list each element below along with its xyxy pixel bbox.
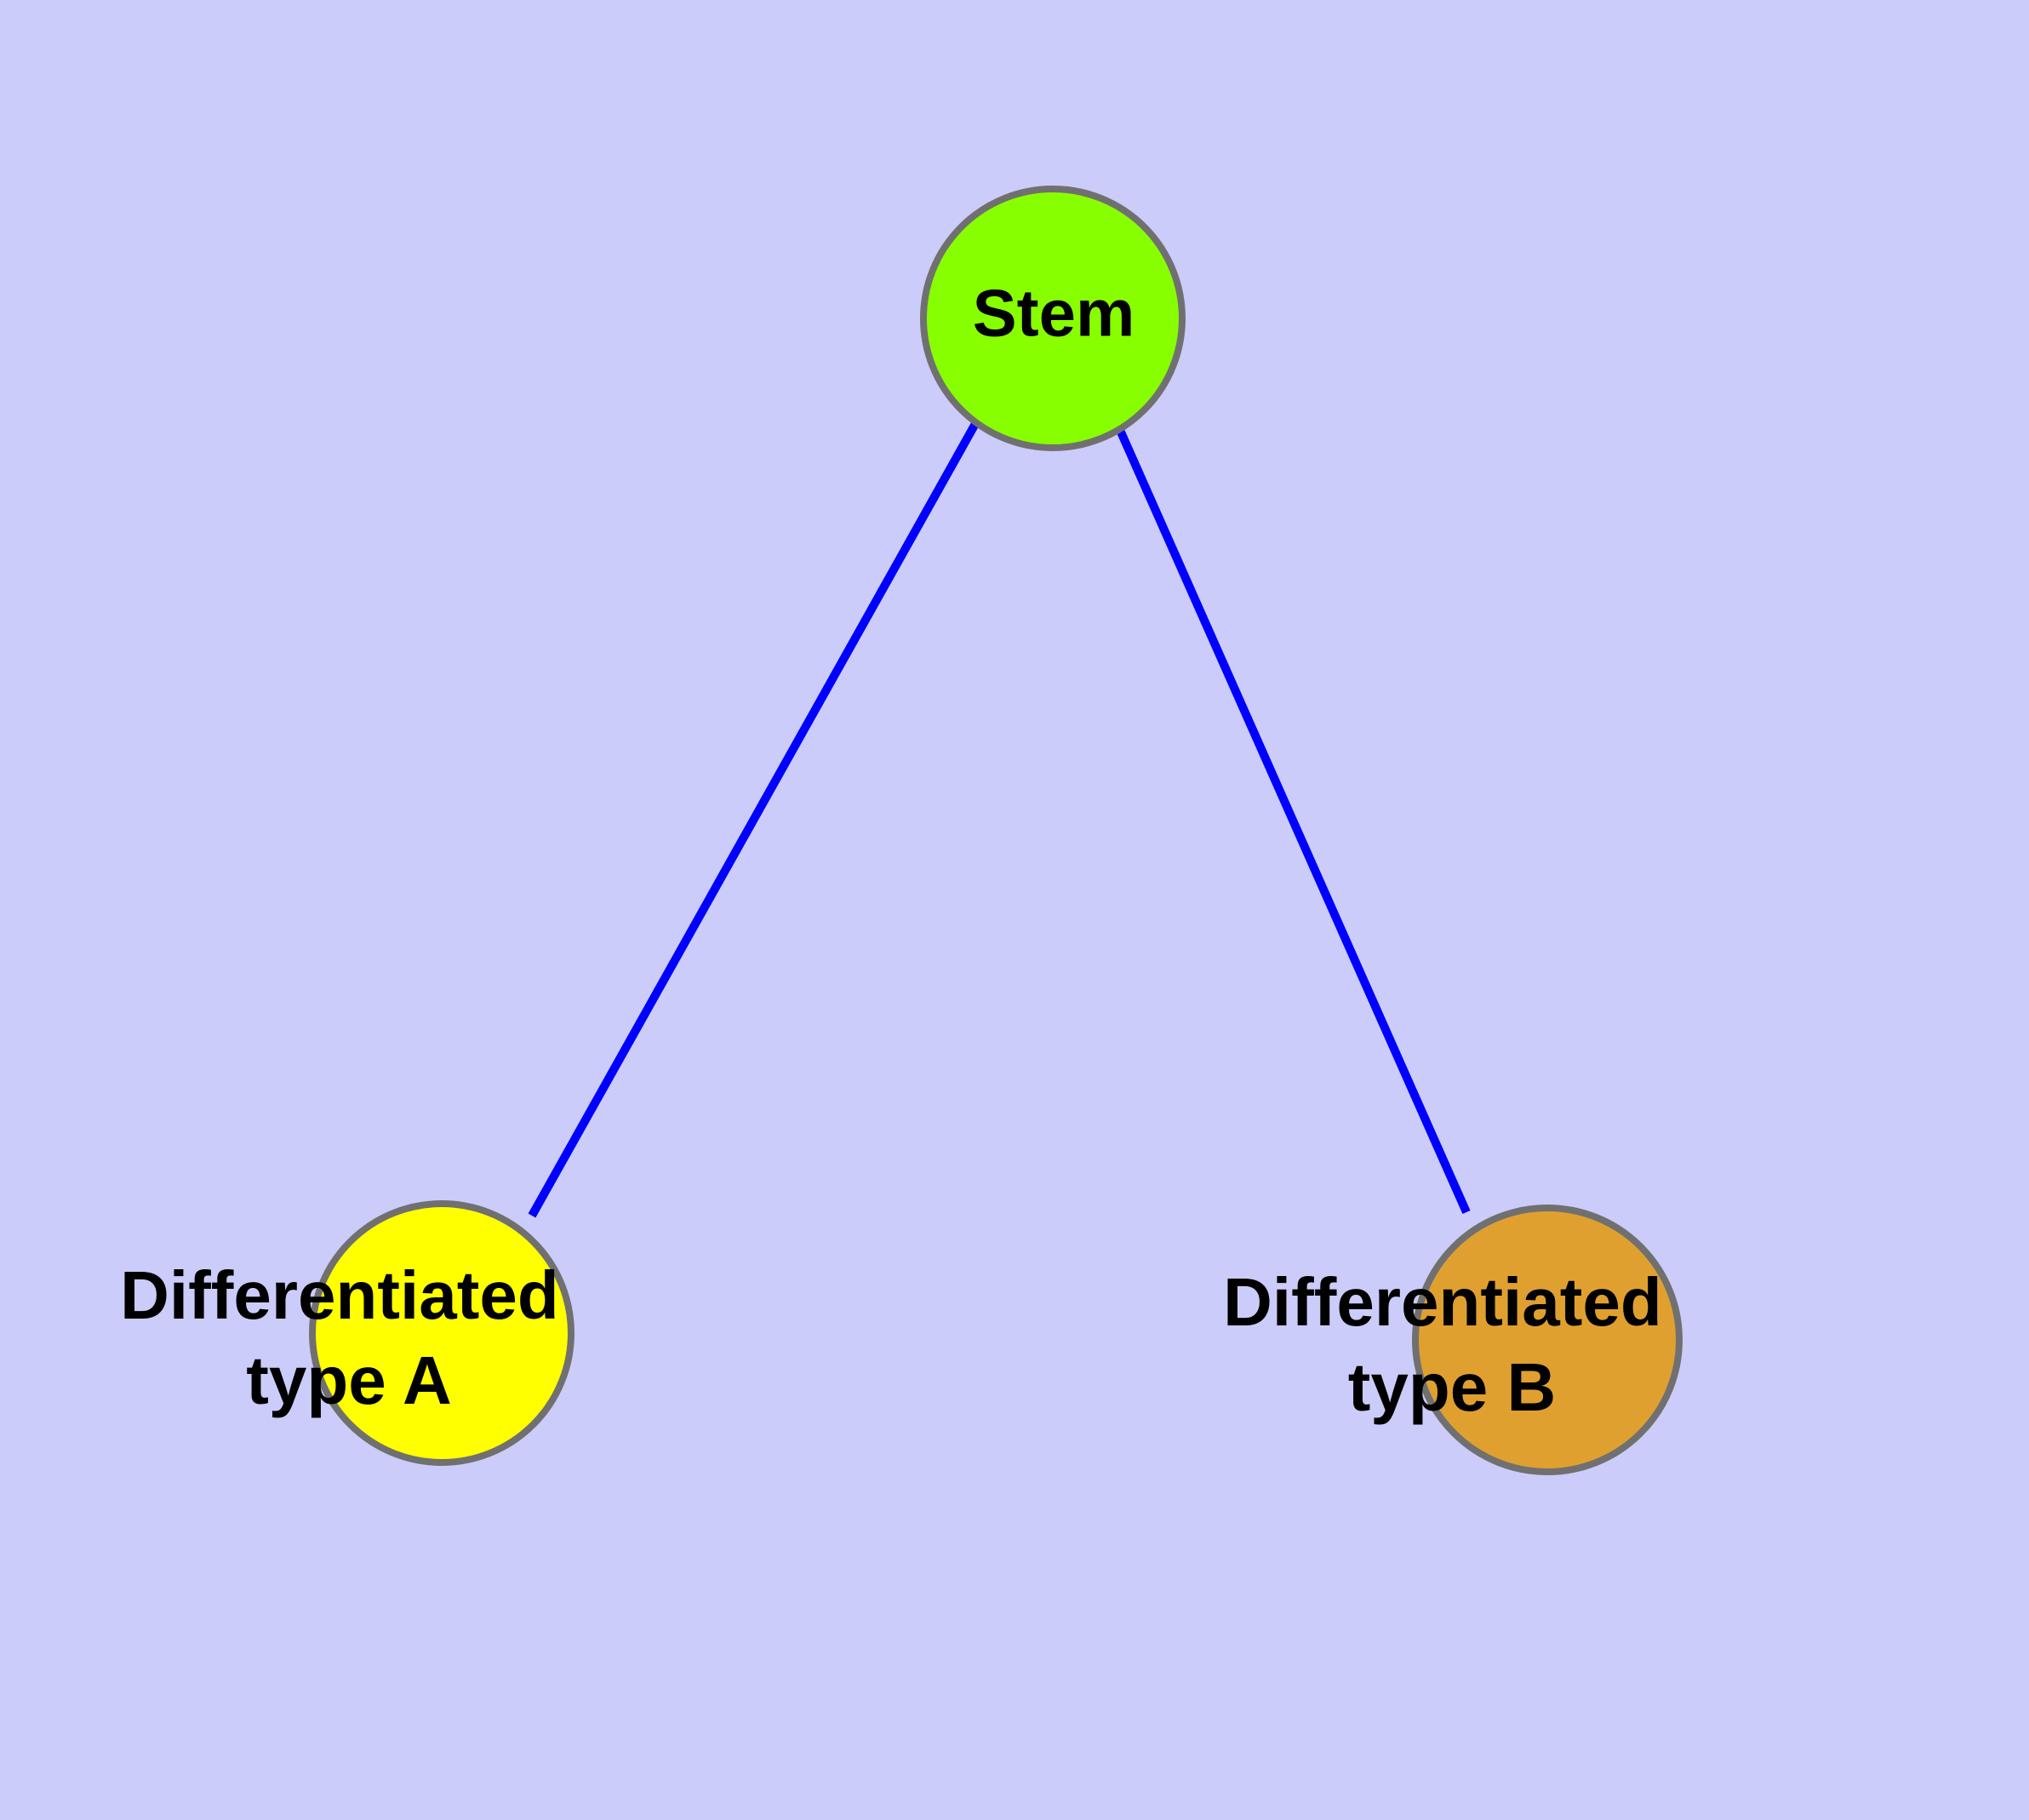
edge-stem-to-differentiated-type-b[interactable] [1115,426,1471,1215]
node-differentiated-type-b-circle[interactable] [1412,1205,1683,1475]
node-differentiated-type-a-circle[interactable] [309,1200,574,1466]
label-line-2: type A [246,1342,452,1418]
node-differentiated-type-b-label: Differentiated type B [1223,1264,1681,1425]
edges-group [528,420,1471,1218]
node-stem-circle[interactable] [920,186,1186,451]
label-line-2: type B [1348,1349,1557,1425]
node-differentiated-type-a-label: Differentiated type A [120,1257,578,1418]
node-differentiated-type-a[interactable] [309,1200,574,1466]
node-stem[interactable]: Stem [920,186,1186,451]
node-differentiated-type-b[interactable] [1412,1205,1683,1475]
nodes-group: Stem Differentiated type A Differentiate… [120,186,1683,1475]
label-line-1: Differentiated [120,1257,559,1333]
label-line-1: Differentiated [1223,1264,1662,1340]
edge-stem-to-differentiated-type-a[interactable] [528,420,980,1218]
node-stem-label: Stem [973,276,1135,351]
